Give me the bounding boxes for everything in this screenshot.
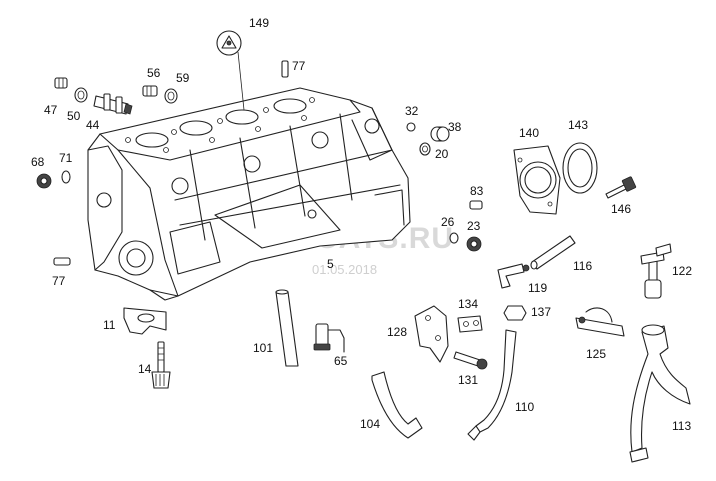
- part-110-hose: [467, 329, 517, 441]
- part-140-seal-carrier: [513, 145, 561, 215]
- callout-32: 32: [405, 104, 419, 118]
- part-128-bracket: [414, 305, 449, 363]
- callout-47: 47: [44, 103, 58, 117]
- callout-26: 26: [441, 215, 455, 229]
- callout-125: 125: [586, 347, 606, 361]
- callout-77-left: 77: [52, 274, 66, 288]
- part-134-bracket: [457, 315, 483, 333]
- part-143-seal-ring: [562, 142, 598, 194]
- callout-68: 68: [31, 155, 45, 169]
- engine-block: [87, 87, 411, 301]
- callout-137: 137: [531, 305, 551, 319]
- part-38-sleeve: [430, 126, 450, 142]
- part-11-bracket: [123, 307, 167, 335]
- part-101-tube: [275, 289, 299, 367]
- part-59-ring: [164, 88, 178, 104]
- part-26-ring: [449, 232, 459, 244]
- callout-38: 38: [448, 120, 462, 134]
- callout-65: 65: [334, 354, 348, 368]
- callout-71: 71: [59, 151, 73, 165]
- part-149-plug: [216, 30, 245, 111]
- callout-11: 11: [103, 318, 116, 332]
- part-50-ring: [74, 87, 88, 103]
- callout-122: 122: [672, 264, 692, 278]
- callout-5: 5: [327, 257, 334, 271]
- callout-44: 44: [86, 118, 100, 132]
- callout-149: 149: [249, 16, 269, 30]
- part-146-bolt: [605, 176, 637, 199]
- part-47-plug: [54, 77, 68, 89]
- callout-59: 59: [176, 71, 190, 85]
- callout-56: 56: [147, 66, 161, 80]
- callout-110: 110: [515, 400, 534, 414]
- callout-140: 140: [519, 126, 539, 140]
- callout-labels: 149 77 56 59 47 50 44 32 38 20 140 143 6…: [31, 16, 692, 433]
- part-68-sender: [36, 173, 52, 189]
- part-137-nut: [503, 305, 527, 321]
- callout-104: 104: [360, 417, 380, 431]
- part-71-washer: [61, 170, 71, 184]
- part-119-elbow: [497, 263, 530, 289]
- watermark-date: 01.05.2018: [312, 262, 377, 277]
- part-116-pipe: [530, 235, 576, 270]
- callout-101: 101: [253, 341, 273, 355]
- part-83-dowel: [469, 200, 483, 210]
- part-122-fitting: [640, 243, 672, 299]
- callout-119: 119: [528, 281, 547, 295]
- part-77-dowel-top: [281, 60, 289, 78]
- part-125-clamp: [575, 307, 625, 337]
- part-65-sensor: [313, 323, 345, 353]
- part-113-hose: [629, 324, 691, 463]
- callout-20: 20: [435, 147, 449, 161]
- part-56-plug: [142, 85, 158, 97]
- callout-77-top: 77: [292, 59, 306, 73]
- part-44-pipe-fitting: [93, 93, 133, 115]
- callout-134: 134: [458, 297, 478, 311]
- part-20-sleeve: [419, 142, 431, 156]
- part-14-bolt: [151, 341, 171, 389]
- callout-128: 128: [387, 325, 407, 339]
- part-104-hose: [371, 371, 423, 439]
- callout-113: 113: [672, 419, 691, 433]
- callout-146: 146: [611, 202, 631, 216]
- callout-14: 14: [138, 362, 152, 376]
- callout-143: 143: [568, 118, 588, 132]
- callout-116: 116: [573, 259, 592, 273]
- callout-131: 131: [458, 373, 478, 387]
- part-32-ball: [406, 122, 416, 132]
- part-131-bolt: [453, 351, 488, 370]
- part-77-dowel-left: [53, 257, 71, 266]
- callout-83: 83: [470, 184, 484, 198]
- callout-50: 50: [67, 109, 81, 123]
- part-23-plug: [466, 236, 482, 252]
- callout-23: 23: [467, 219, 481, 233]
